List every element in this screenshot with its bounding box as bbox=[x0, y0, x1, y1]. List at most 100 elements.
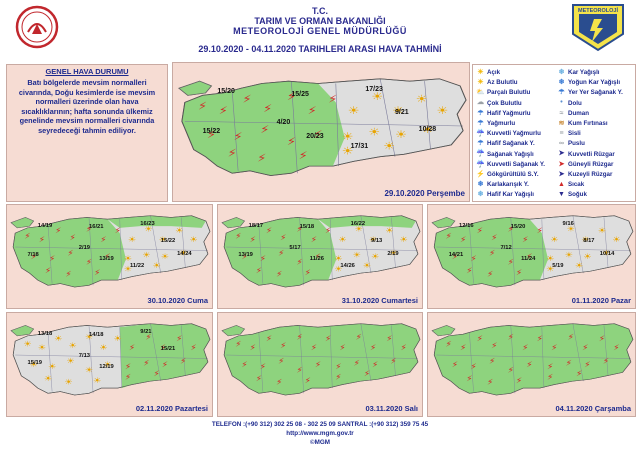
partly-sun-icon: ☀ bbox=[68, 342, 76, 351]
region-border bbox=[436, 354, 631, 359]
thunder-icon: ⚡ bbox=[452, 361, 459, 370]
legend-item: ☔Sağanak Yağışlı bbox=[476, 150, 534, 159]
rain-zone bbox=[178, 80, 213, 96]
partly-sun-icon: ☀ bbox=[598, 227, 606, 236]
thunder-icon: ⚡ bbox=[129, 343, 135, 352]
partly-sun-icon: ☀ bbox=[355, 225, 363, 234]
turkey-map: ⚡⚡⚡⚡⚡⚡⚡☀☀☀☀☀⚡⚡⚡⚡⚡☀☀☀☀⚡⚡☀⚡☀ bbox=[221, 215, 421, 288]
thunder-icon: ⚡ bbox=[356, 333, 362, 342]
partly-sun-icon: ☀ bbox=[334, 255, 342, 264]
map-date-label: 03.11.2020 Salı bbox=[365, 404, 418, 413]
thunder-icon: ⚡ bbox=[276, 378, 282, 387]
legend-label: Gökgürültülü S.Y. bbox=[487, 171, 539, 178]
thunder-icon: ⚡ bbox=[263, 102, 272, 114]
map-date-label: 31.10.2020 Cumartesi bbox=[341, 296, 418, 305]
partly-sun-icon: ☀ bbox=[114, 335, 122, 344]
ministry-logo bbox=[15, 5, 59, 49]
city-temperature: 15/19 bbox=[27, 360, 43, 367]
thunder-icon: ⚡ bbox=[584, 361, 591, 370]
partly-sun-icon: ☀ bbox=[161, 253, 169, 262]
thunder-icon: ⚡ bbox=[45, 267, 51, 276]
thunder-icon: ⚡ bbox=[260, 363, 266, 372]
partly-sun-icon: ☀ bbox=[48, 363, 56, 372]
thunder-icon: ⚡ bbox=[260, 123, 269, 135]
region-border bbox=[603, 217, 609, 268]
region-border bbox=[15, 246, 208, 251]
partly-sun-icon: ☀ bbox=[477, 79, 484, 87]
turkey-map: ⚡⚡⚡⚡⚡⚡⚡☀☀☀☀☀⚡⚡⚡⚡⚡☀☀☀☀⚡⚡☀⚡☀ bbox=[10, 215, 211, 288]
thunder-icon: ⚡ bbox=[386, 335, 392, 344]
legend-item: ≡Sisli bbox=[557, 129, 580, 138]
thunder-icon: ⚡ bbox=[547, 373, 554, 382]
thunder-icon: ⚡ bbox=[287, 90, 296, 102]
thunder-icon: ⚡ bbox=[176, 335, 182, 344]
thunder-icon: ⚡ bbox=[452, 253, 459, 262]
header-ministry: TARIM VE ORMAN BAKANLIĞI bbox=[254, 16, 386, 26]
thunder-icon: ⚡ bbox=[339, 343, 345, 352]
footer-website[interactable]: http://www.mgm.gov.tr bbox=[286, 430, 354, 437]
partly-sun-icon: ☀ bbox=[348, 105, 360, 117]
thunder-icon: ⚡ bbox=[487, 378, 494, 387]
city-temperature: 7/18 bbox=[27, 252, 39, 259]
thunder-icon: ⚡ bbox=[125, 373, 131, 382]
region-border bbox=[510, 217, 516, 286]
city-temperature: 5/17 bbox=[289, 245, 301, 252]
thunder-icon: ⚡ bbox=[328, 93, 337, 105]
rain-zone bbox=[221, 217, 245, 229]
region-border bbox=[88, 217, 94, 286]
partly-sun-icon: ☀ bbox=[369, 235, 377, 244]
heavy-shower-icon: ☔ bbox=[476, 160, 485, 168]
partly-sun-icon: ☀ bbox=[550, 235, 558, 244]
thunder-icon: ⚡ bbox=[160, 343, 166, 352]
thunder-icon: ⚡ bbox=[476, 170, 485, 178]
city-temperature: 13/19 bbox=[238, 252, 253, 259]
turkey-map: ⚡⚡⚡⚡⚡⚡⚡☀☀☀☀☀⚡⚡⚡⚡⚡☀☀☀☀⚡⚡☀⚡☀ bbox=[178, 78, 467, 176]
legend-item: ☁Çok Bulutlu bbox=[476, 99, 522, 108]
legend-item: ☂Yer Yer Sağanak Y. bbox=[557, 88, 622, 97]
partly-sun-icon: ☀ bbox=[175, 227, 183, 236]
region-border bbox=[329, 327, 333, 389]
region-border bbox=[436, 246, 631, 251]
legend-item: ≈Duman bbox=[557, 109, 589, 118]
rain-zone bbox=[107, 215, 206, 228]
city-temperature: 13/18 bbox=[37, 330, 53, 337]
thunder-icon: ⚡ bbox=[153, 369, 159, 378]
region-border bbox=[47, 224, 53, 284]
rain-zone bbox=[317, 215, 416, 228]
thunder-icon: ⚡ bbox=[516, 268, 523, 277]
legend-item: ☂Hafif Yağmurlu bbox=[476, 109, 530, 118]
region-border bbox=[469, 224, 474, 284]
thunder-icon: ⚡ bbox=[287, 135, 296, 147]
thunder-icon: ⚡ bbox=[508, 333, 515, 342]
light-snow-icon: ❄ bbox=[477, 191, 484, 199]
thunder-icon: ⚡ bbox=[522, 235, 529, 244]
city-temperature: 11/26 bbox=[309, 255, 324, 262]
region-border bbox=[119, 327, 123, 389]
thunder-icon: ⚡ bbox=[65, 270, 71, 279]
city-temperature: 15/20 bbox=[510, 224, 526, 231]
rain-zone bbox=[224, 323, 420, 396]
header-tc: T.C. bbox=[311, 6, 328, 16]
city-temperature: 2/19 bbox=[387, 250, 399, 257]
thunder-icon: ⚡ bbox=[354, 359, 360, 368]
region-border bbox=[15, 354, 208, 359]
thunder-icon: ⚡ bbox=[278, 357, 284, 366]
thunder-icon: ⚡ bbox=[276, 270, 282, 279]
region-border bbox=[572, 215, 584, 274]
thunder-icon: ⚡ bbox=[94, 268, 100, 277]
thunder-icon: ⚡ bbox=[235, 340, 241, 349]
header-directorate: METEOROLOJİ GENEL MÜDÜRLÜĞÜ bbox=[233, 26, 407, 36]
thunder-icon: ⚡ bbox=[162, 361, 168, 370]
partly-sun-icon: ☀ bbox=[124, 265, 132, 274]
thunder-icon: ⚡ bbox=[266, 227, 272, 236]
partly-sun-icon: ☀ bbox=[128, 235, 136, 244]
page-header: T.C. TARIM VE ORMAN BAKANLIĞI METEOROLOJ… bbox=[0, 0, 640, 60]
legend-item: ➤Kuzeyli Rüzgar bbox=[557, 170, 613, 179]
city-temperature: 11/22 bbox=[130, 262, 145, 269]
thunder-icon: ⚡ bbox=[39, 235, 45, 244]
legend-item: ⛅Parçalı Bulutlu bbox=[476, 88, 530, 97]
thunder-icon: ⚡ bbox=[311, 343, 317, 352]
